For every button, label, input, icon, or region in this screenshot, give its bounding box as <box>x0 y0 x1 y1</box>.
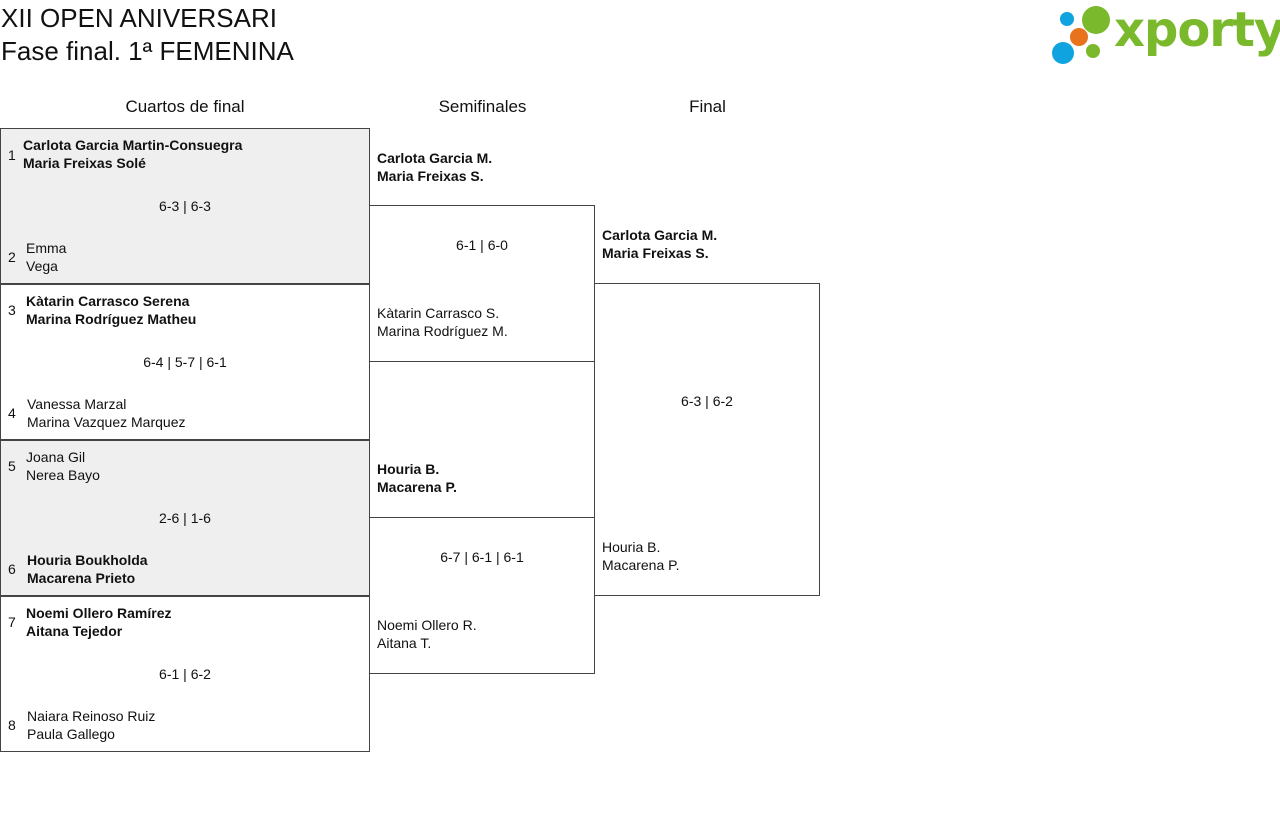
logo-dot-blue-large <box>1052 42 1074 64</box>
player-name: Macarena Prieto <box>27 570 136 586</box>
player-name: Noemi Ollero R. <box>377 617 477 633</box>
semifinal-match-1[interactable]: 6-1 | 6-0 Kàtarin Carrasco S. Marina Rod… <box>369 205 595 362</box>
player-name: Aitana T. <box>377 635 432 651</box>
player-name: Houria B. <box>377 461 440 477</box>
player-name: Joana Gil <box>26 449 86 465</box>
seed-number: 3 <box>8 302 16 318</box>
player-name: Vanessa Marzal <box>27 396 127 412</box>
quarterfinal-match-3[interactable]: 5 Joana Gil Nerea Bayo 2-6 | 1-6 6 Houri… <box>0 440 370 596</box>
round-header-semifinals: Semifinales <box>438 97 527 116</box>
player-name: Macarena P. <box>377 479 457 495</box>
semifinal-team-top: Houria B. Macarena P. <box>376 460 590 500</box>
player-name: Maria Freixas S. <box>602 245 709 261</box>
player-name: Carlota Garcia Martin-Consuegra <box>23 137 243 153</box>
seed-number: 6 <box>8 561 16 577</box>
seed-number: 1 <box>8 147 16 163</box>
tournament-title: XII OPEN ANIVERSARI <box>1 3 277 33</box>
round-header-quarterfinals: Cuartos de final <box>125 97 245 116</box>
logo-dot-blue-small <box>1060 12 1074 26</box>
quarterfinal-match-4[interactable]: 7 Noemi Ollero Ramírez Aitana Tejedor 6-… <box>0 596 370 752</box>
player-name: Macarena P. <box>602 557 680 573</box>
player-name: Noemi Ollero Ramírez <box>26 605 172 621</box>
match-score: 6-3 | 6-2 <box>681 393 733 409</box>
logo-dot-orange <box>1070 28 1088 46</box>
quarterfinal-match-1[interactable]: 1 Carlota Garcia Martin-Consuegra Maria … <box>0 128 370 284</box>
match-score: 6-4 | 5-7 | 6-1 <box>143 354 227 370</box>
player-name: Marina Rodríguez M. <box>377 323 508 339</box>
xporty-logo[interactable]: xporty <box>1052 4 1280 68</box>
match-score: 6-3 | 6-3 <box>159 198 211 214</box>
player-name: Maria Freixas Solé <box>23 155 146 171</box>
logo-dot-green-large <box>1082 6 1110 34</box>
player-name: Marina Vazquez Marquez <box>27 414 186 430</box>
player-name: Maria Freixas S. <box>377 168 484 184</box>
seed-number: 8 <box>8 717 16 733</box>
player-name: Vega <box>26 258 58 274</box>
player-name: Aitana Tejedor <box>26 623 123 639</box>
final-team-top: Carlota Garcia M. Maria Freixas S. <box>601 226 815 266</box>
player-name: Paula Gallego <box>27 726 115 742</box>
final-match[interactable]: 6-3 | 6-2 Houria B. Macarena P. <box>594 283 820 596</box>
player-name: Emma <box>26 240 67 256</box>
quarterfinal-match-2[interactable]: 3 Kàtarin Carrasco Serena Marina Rodrígu… <box>0 284 370 440</box>
player-name: Carlota Garcia M. <box>602 227 718 243</box>
player-name: Houria Boukholda <box>27 552 148 568</box>
logo-wordmark: xporty <box>1114 2 1280 58</box>
match-score: 2-6 | 1-6 <box>159 510 211 526</box>
seed-number: 5 <box>8 458 16 474</box>
semifinal-match-2[interactable]: 6-7 | 6-1 | 6-1 Noemi Ollero R. Aitana T… <box>369 517 595 674</box>
match-score: 6-7 | 6-1 | 6-1 <box>440 549 524 565</box>
seed-number: 7 <box>8 614 16 630</box>
seed-number: 4 <box>8 405 16 421</box>
match-score: 6-1 | 6-0 <box>456 237 508 253</box>
seed-number: 2 <box>8 249 16 265</box>
player-name: Houria B. <box>602 539 661 555</box>
player-name: Naiara Reinoso Ruiz <box>27 708 156 724</box>
player-name: Kàtarin Carrasco Serena <box>26 293 190 309</box>
logo-dot-green-small <box>1086 44 1100 58</box>
semifinal-team-top: Carlota Garcia M. Maria Freixas S. <box>376 148 590 188</box>
match-score: 6-1 | 6-2 <box>159 666 211 682</box>
player-name: Carlota Garcia M. <box>377 150 493 166</box>
player-name: Marina Rodríguez Matheu <box>26 311 197 327</box>
player-name: Kàtarin Carrasco S. <box>377 305 500 321</box>
round-header-final: Final <box>689 97 726 116</box>
player-name: Nerea Bayo <box>26 467 100 483</box>
tournament-subtitle: Fase final. 1ª FEMENINA <box>1 36 294 66</box>
